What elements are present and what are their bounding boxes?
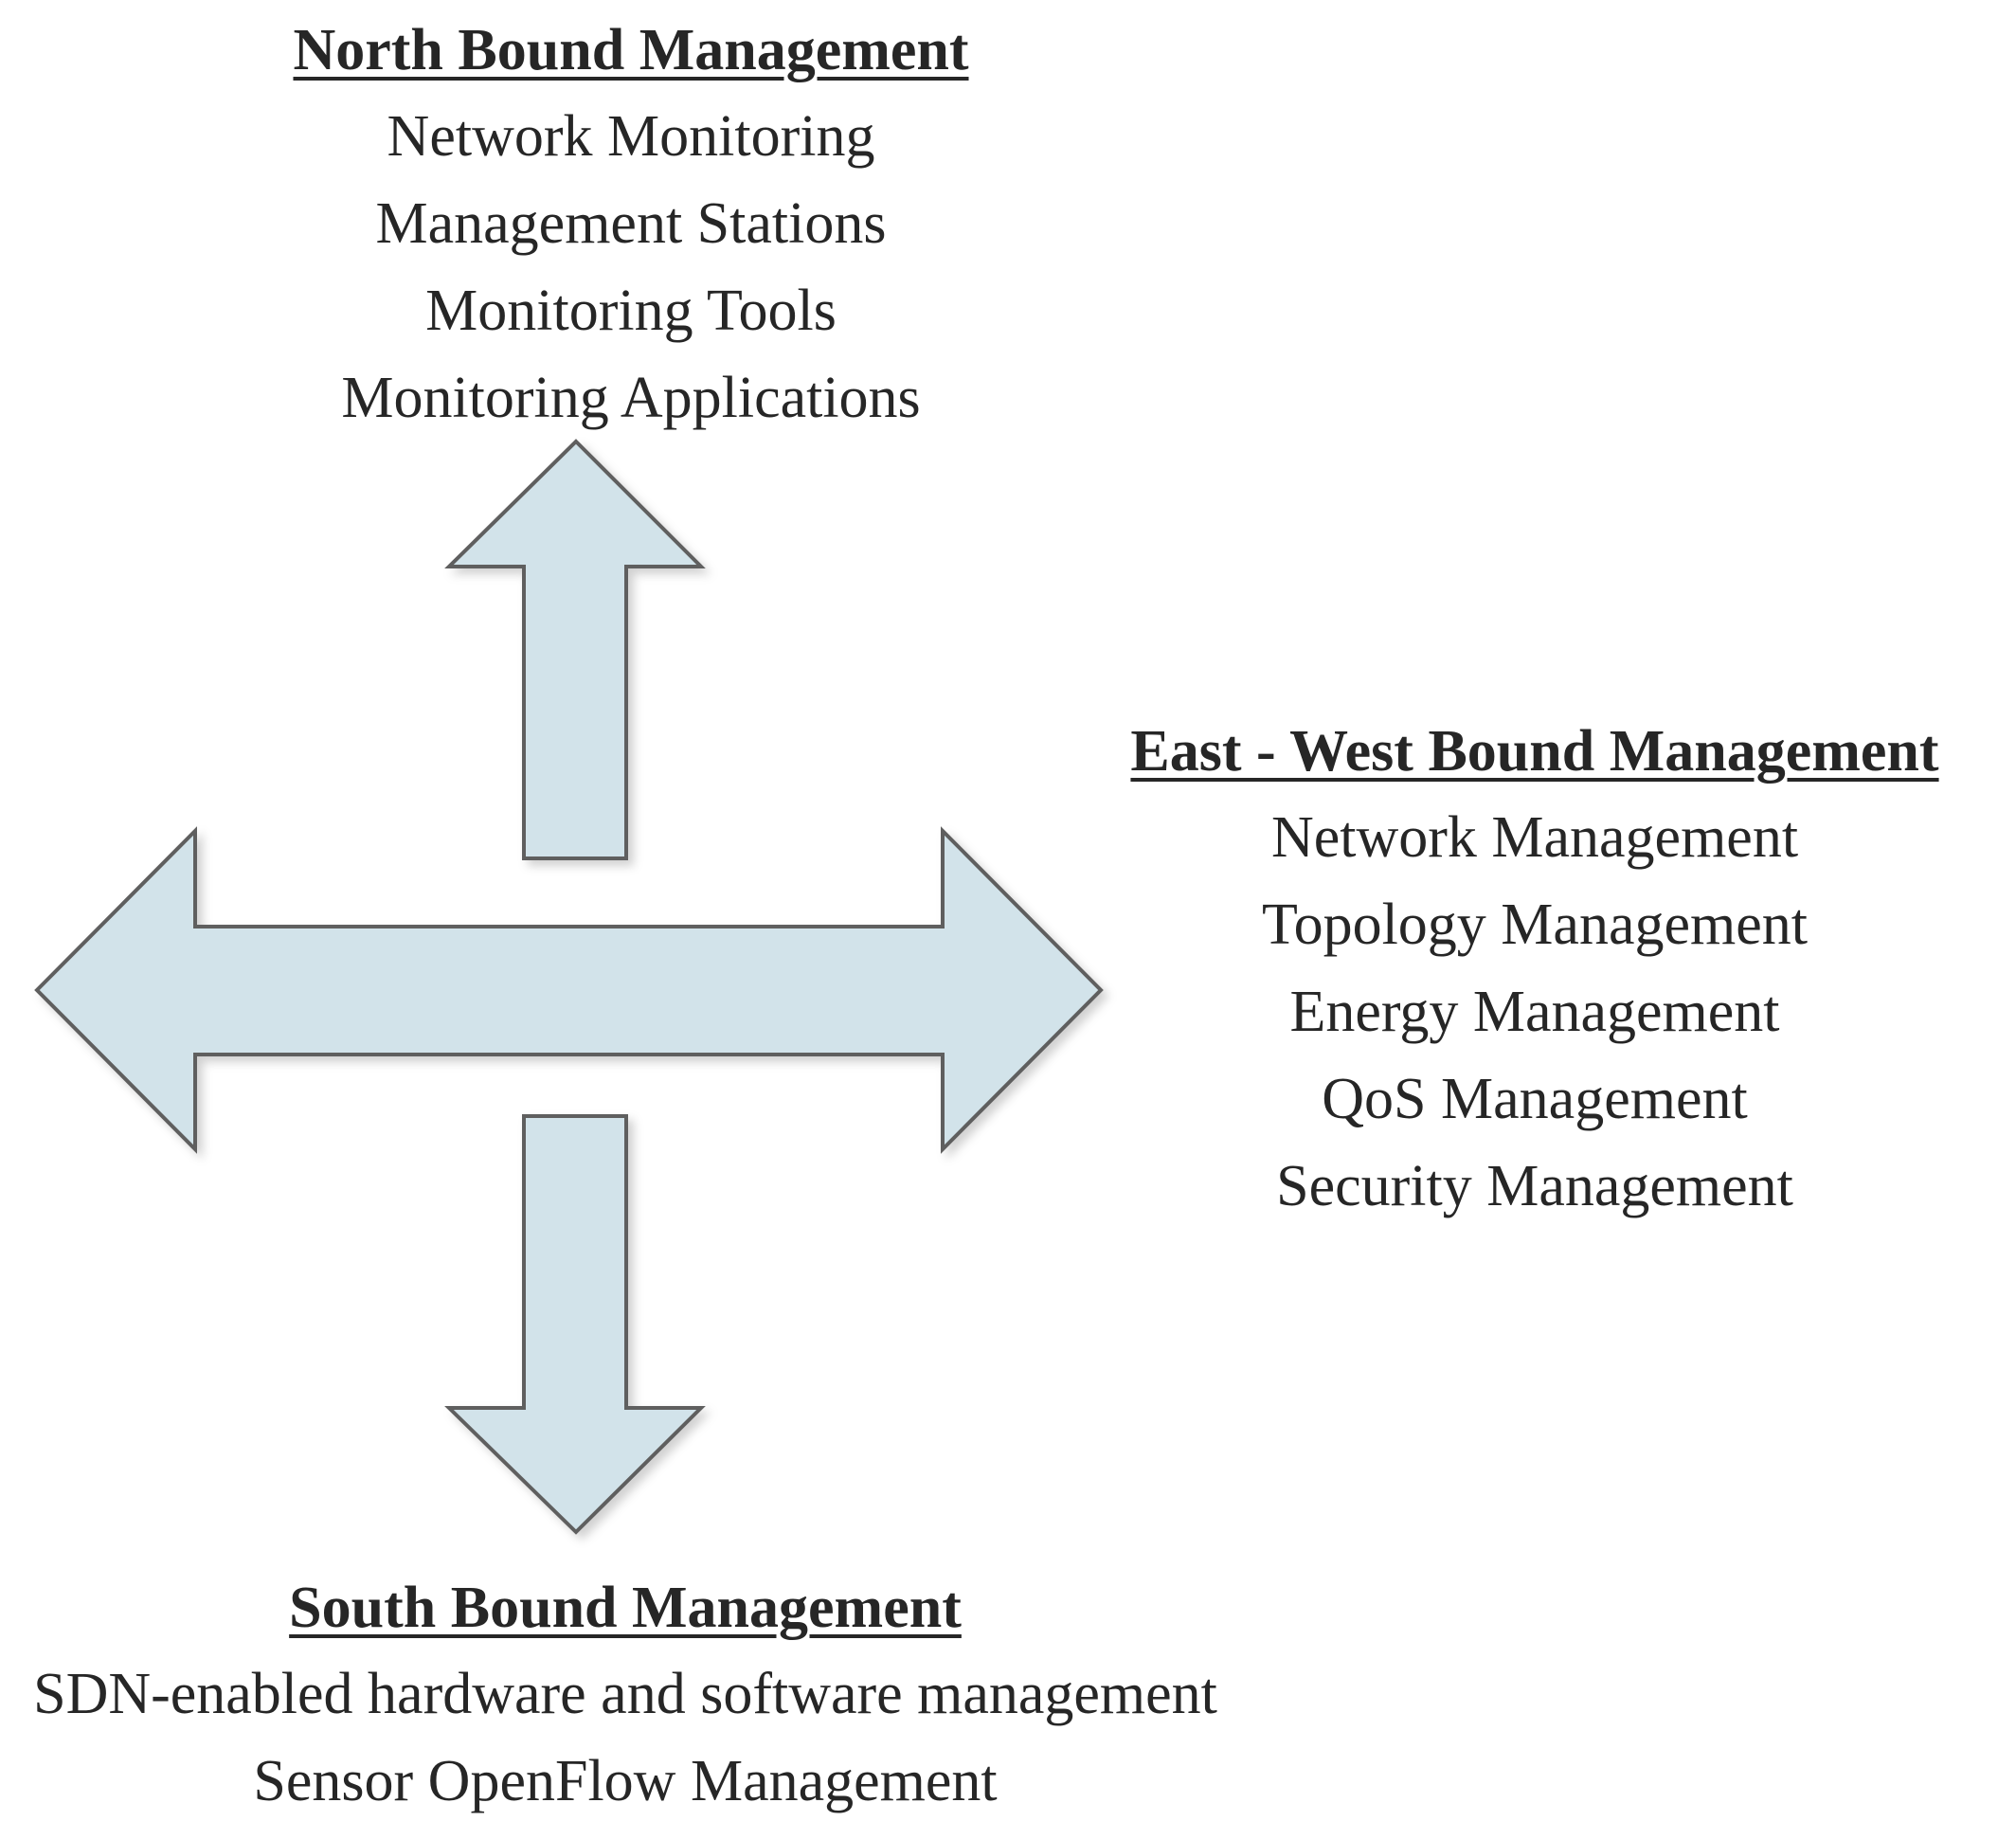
south-bound-section: South Bound Management SDN-enabled hardw… bbox=[0, 1565, 1251, 1825]
east-west-item: Topology Management bbox=[1262, 892, 1808, 957]
north-arrow bbox=[444, 439, 706, 860]
east-west-item: Network Management bbox=[1270, 805, 1799, 870]
east-west-item: Energy Management bbox=[1289, 980, 1780, 1044]
south-item: SDN-enabled hardware and software manage… bbox=[33, 1662, 1217, 1726]
east-west-bound-heading: East - West Bound Management bbox=[1130, 719, 1939, 784]
north-bound-section: North Bound Management Network Monitorin… bbox=[237, 8, 1025, 442]
south-bound-heading: South Bound Management bbox=[289, 1576, 962, 1640]
south-arrow bbox=[444, 1114, 706, 1535]
east-west-item: QoS Management bbox=[1322, 1067, 1748, 1131]
north-item: Management Stations bbox=[375, 191, 887, 256]
north-item: Monitoring Applications bbox=[341, 366, 921, 430]
east-west-item: Security Management bbox=[1276, 1154, 1793, 1218]
north-item: Network Monitoring bbox=[387, 104, 875, 169]
north-bound-heading: North Bound Management bbox=[293, 18, 969, 82]
north-item: Monitoring Tools bbox=[425, 279, 837, 343]
east-west-arrow bbox=[34, 826, 1104, 1154]
south-item: Sensor OpenFlow Management bbox=[253, 1749, 998, 1813]
east-west-bound-section: East - West Bound Management Network Man… bbox=[1061, 709, 2008, 1230]
